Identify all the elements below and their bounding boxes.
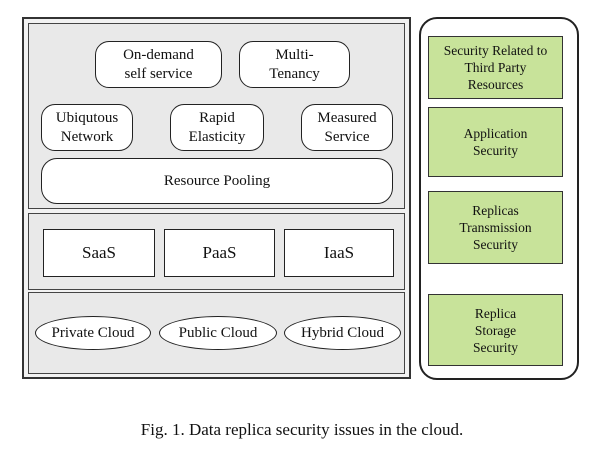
replica-storage-security-box: Replica Storage Security xyxy=(428,294,563,366)
rapid-elasticity-box: Rapid Elasticity xyxy=(170,104,264,151)
multi-tenancy-box: Multi- Tenancy xyxy=(239,41,350,88)
resource-pooling-box: Resource Pooling xyxy=(41,158,393,204)
hybrid-cloud-ellipse: Hybrid Cloud xyxy=(284,316,401,350)
application-security-box: Application Security xyxy=(428,107,563,177)
paas-box: PaaS xyxy=(164,229,275,277)
replicas-transmission-security-box: Replicas Transmission Security xyxy=(428,191,563,264)
on-demand-self-service-box: On-demand self service xyxy=(95,41,222,88)
iaas-box: IaaS xyxy=(284,229,394,277)
ubiquitous-network-box: Ubiqutous Network xyxy=(41,104,133,151)
measured-service-box: Measured Service xyxy=(301,104,393,151)
public-cloud-ellipse: Public Cloud xyxy=(159,316,277,350)
third-party-security-box: Security Related to Third Party Resource… xyxy=(428,36,563,99)
figure-caption: Fig. 1. Data replica security issues in … xyxy=(140,420,464,439)
saas-box: SaaS xyxy=(43,229,155,277)
private-cloud-ellipse: Private Cloud xyxy=(35,316,151,350)
